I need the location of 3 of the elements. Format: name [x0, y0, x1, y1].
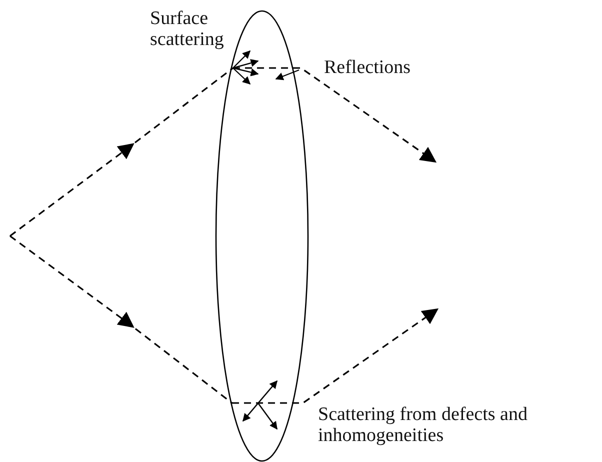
annotation-label: Surface scattering	[150, 8, 225, 50]
annotation-label: Scattering from defects and inhomogeneities	[318, 404, 528, 446]
annotation-label: Reflections	[324, 57, 412, 78]
